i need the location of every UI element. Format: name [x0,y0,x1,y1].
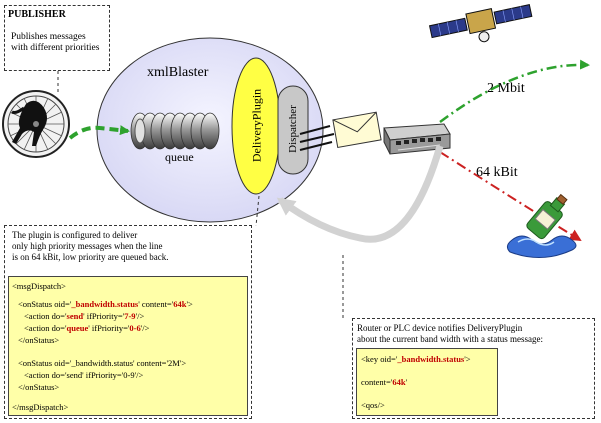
plugin-note-line-1: The plugin is configured to deliver [12,230,138,240]
status-xml-line-1: <key oid='_bandwidth.status'> [361,354,471,364]
status-xml-line-3: <qos/> [361,400,385,410]
publisher-line-1: Publishes messages [11,32,86,42]
satellite-icon [428,4,533,43]
high-bandwidth-arrow [439,59,590,124]
config-xml-line-5: </onStatus> [18,335,60,345]
config-xml-line-9: </msgDispatch> [12,402,69,412]
config-xml-line-8: </onStatus> [18,382,60,392]
publisher-line-2: with different priorities [11,43,100,53]
plugin-note-line-2: only high priority messages when the lin… [12,241,163,251]
status-xml-box: <key oid='_bandwidth.status'> content='6… [356,348,498,416]
router-note-line-2: about the current band width with a stat… [357,334,543,344]
queue-coil-ring [200,112,220,150]
bandwidth-high-label: 2 Mbit [487,81,525,96]
hamster-wheel-icon [2,90,70,158]
config-xml-line-4: <action do='queue' ifPriority='0-6'/> [24,323,150,333]
status-xml-line-2: content='64k' [361,377,408,387]
bandwidth-low-label: 64 kBit [476,165,518,180]
dispatcher-shape [277,85,309,175]
router-note: Router or PLC device notifies DeliveryPl… [352,318,595,419]
bottle-in-water-icon [506,193,577,259]
queue-coil-cap [134,118,146,144]
plugin-config-note: The plugin is configured to deliver only… [4,225,252,419]
delivery-plugin-label: DeliveryPlugin [249,88,264,163]
router-note-line-1: Router or PLC device notifies DeliveryPl… [357,323,523,333]
publish-flow-arrow [68,125,130,140]
config-xml-line-7: <action do='send' ifPriority='0-9'/> [24,370,144,380]
network-switch-icon [383,123,451,155]
config-xml-box: <msgDispatch> <onStatus oid='_bandwidth.… [8,276,248,416]
publisher-note: PUBLISHER Publishes messages with differ… [4,5,110,71]
plugin-note-connector [255,195,260,227]
config-xml-line-3: <action do='send' ifPriority='7-9'/> [24,311,145,321]
envelope-icon [332,111,382,149]
config-xml-line-6: <onStatus oid='_bandwidth.status' conten… [18,358,187,368]
queue-coil-icon [130,112,220,150]
publisher-title: PUBLISHER [8,9,66,20]
queue-label: queue [165,150,194,164]
dispatch-motion-lines [299,125,335,151]
status-feedback-arrow [276,145,444,243]
config-xml-line-1: <msgDispatch> [12,281,66,291]
plugin-note-line-3: is on 64 kBit, low priority are queued b… [12,252,169,262]
xmlblaster-label: xmlBlaster [147,65,209,80]
low-bandwidth-arrow [439,151,582,242]
dispatcher-label: Dispatcher [287,105,299,153]
config-xml-line-2: <onStatus oid='_bandwidth.status' conten… [18,299,193,309]
